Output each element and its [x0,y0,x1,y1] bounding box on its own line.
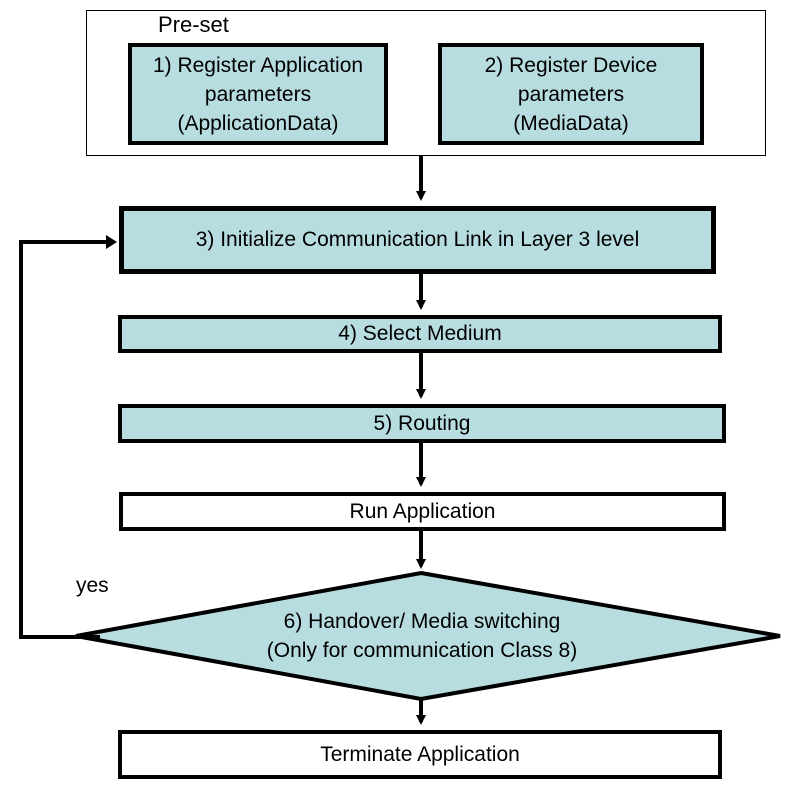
register-application-line-2: parameters [204,82,312,106]
yes-loop-arrowhead [106,235,117,249]
preset-label: Pre-set [158,12,229,37]
routing-label: 5) Routing [373,411,471,435]
terminate-application-box: Terminate Application [118,730,722,779]
select-medium-box: 4) Select Medium [118,315,722,353]
yes-loop-line [19,240,106,639]
register-application-line-1: 1) Register Application [152,53,364,77]
handover-decision-line-2: (Only for communication Class 8) [266,639,578,662]
register-application-box: 1) Register Application parameters (Appl… [128,43,388,145]
select-medium-label: 4) Select Medium [338,322,502,345]
initialize-link-box: 3) Initialize Communication Link in Laye… [119,206,716,274]
register-application-line-3: (ApplicationData) [177,111,339,135]
run-application-label: Run Application [349,499,496,523]
handover-decision-line-1: 6) Handover/ Media switching [283,610,561,633]
routing-box: 5) Routing [118,404,726,443]
handover-decision-text: 6) Handover/ Media switching (Only for c… [180,607,664,665]
register-device-line-3: (MediaData) [513,111,629,135]
terminate-application-label: Terminate Application [320,742,520,766]
yes-label: yes [76,574,109,597]
register-device-box: 2) Register Device parameters (MediaData… [438,43,704,145]
initialize-link-label: 3) Initialize Communication Link in Laye… [195,228,640,251]
register-device-line-2: parameters [517,82,625,106]
run-application-box: Run Application [119,492,726,531]
register-device-line-1: 2) Register Device [484,53,658,77]
